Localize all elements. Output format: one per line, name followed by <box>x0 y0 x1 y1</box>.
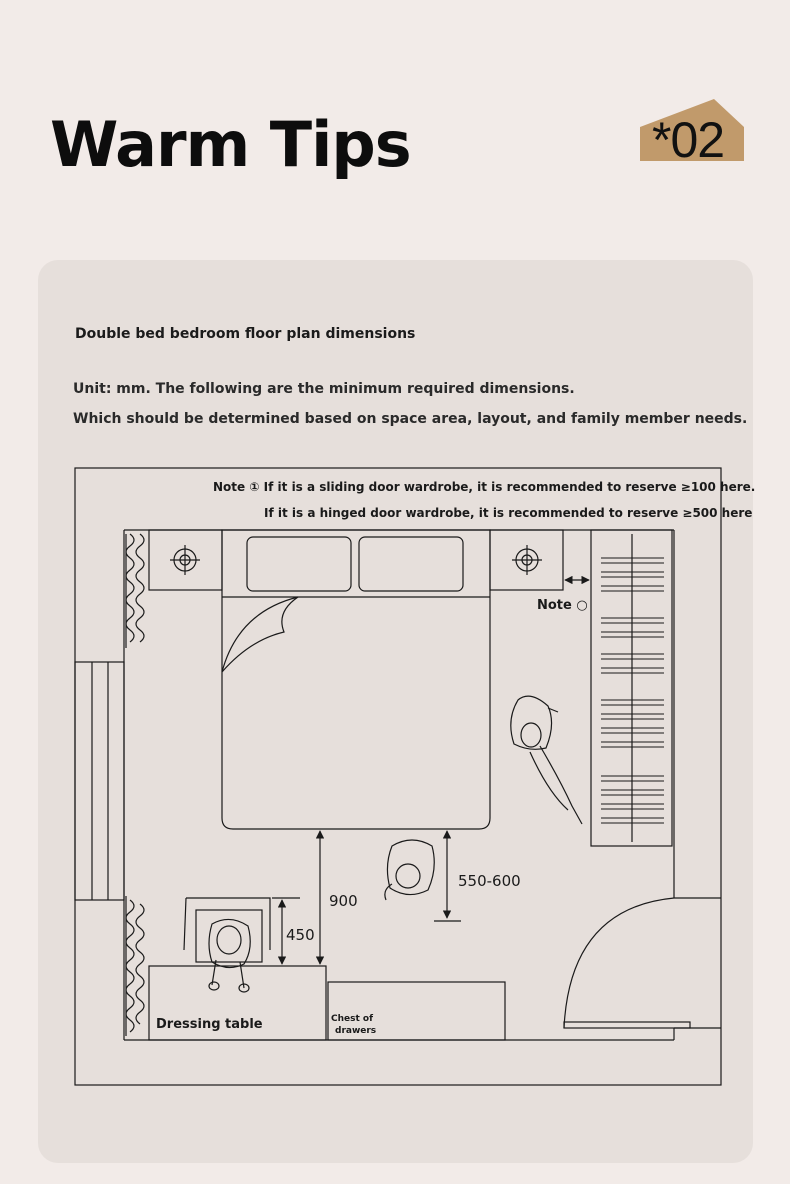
person-seated <box>208 918 251 993</box>
window <box>74 661 125 901</box>
dim-label-900: 900 <box>329 892 358 910</box>
dim-label-walkway: 550-600 <box>458 872 521 890</box>
note-marker: Note ○ <box>537 598 588 613</box>
chest-of-drawers <box>327 981 506 1041</box>
space-note: Which should be determined based on spac… <box>73 411 748 427</box>
dressing-table <box>148 965 327 1041</box>
number-badge: *02 <box>638 97 748 168</box>
lamp-right <box>512 545 542 575</box>
pillow-right <box>358 536 464 592</box>
person-standing <box>510 695 583 825</box>
note-hinged-door: If it is a hinged door wardrobe, it is r… <box>264 506 752 520</box>
pillow-left <box>246 536 352 592</box>
page-title: Warm Tips <box>50 108 412 181</box>
bed <box>221 529 491 830</box>
content-card <box>38 260 753 1163</box>
chair <box>183 897 271 963</box>
wardrobe <box>590 529 673 847</box>
door <box>563 897 691 1029</box>
chest-of-drawers-label-line1: Chest of <box>331 1014 373 1024</box>
card-heading: Double bed bedroom floor plan dimensions <box>75 326 416 342</box>
dim-label-450: 450 <box>286 926 315 944</box>
wardrobe-hangers <box>601 557 664 824</box>
chest-of-drawers-label-line2: drawers <box>335 1026 376 1036</box>
unit-note: Unit: mm. The following are the minimum … <box>73 381 575 397</box>
dressing-table-label: Dressing table <box>156 1017 263 1032</box>
person-walkway <box>384 839 435 901</box>
badge-shape <box>640 99 744 161</box>
badge-number: *02 <box>652 112 725 168</box>
curtain-bottom <box>125 899 135 1033</box>
note-sliding-door: Note ① If it is a sliding door wardrobe,… <box>213 480 755 494</box>
bed-sheet-fold <box>221 596 299 673</box>
curtain-top <box>125 533 135 643</box>
lamp-left <box>170 545 200 575</box>
